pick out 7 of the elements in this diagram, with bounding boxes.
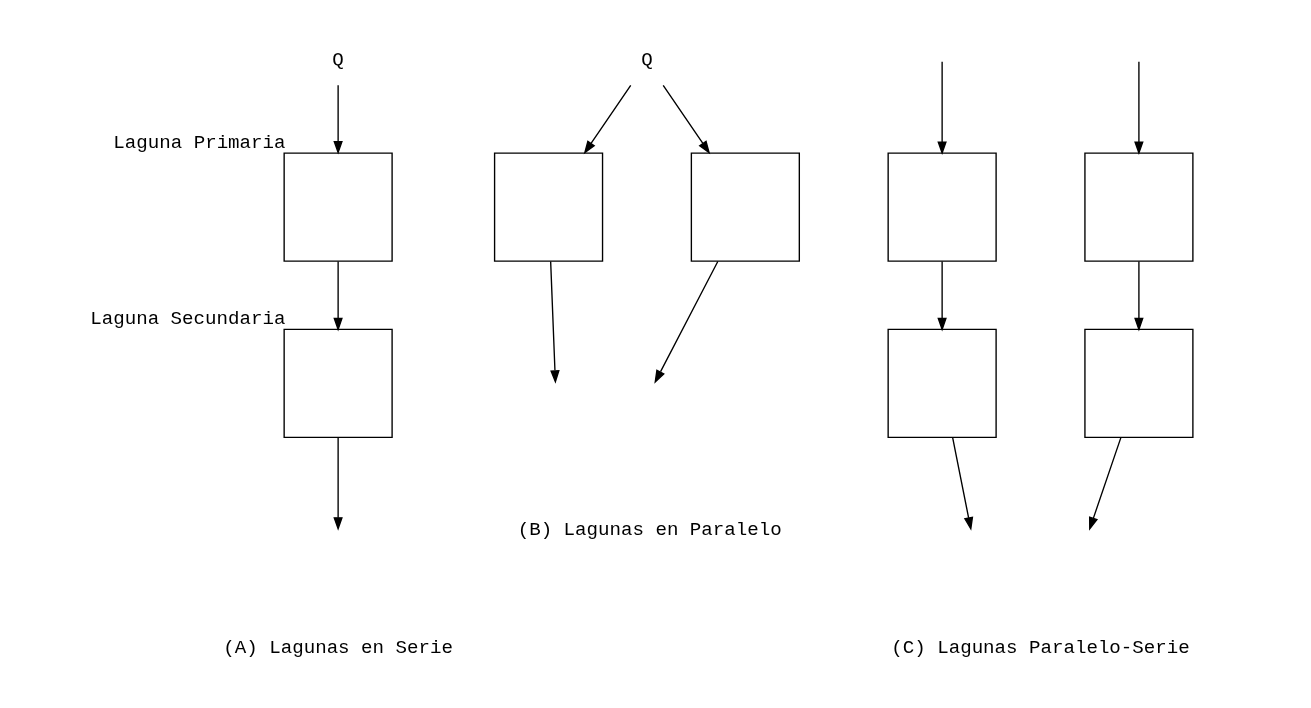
label: (C) Lagunas Paralelo-Serie [891, 636, 1190, 659]
node-label: Laguna Secundaria [90, 308, 286, 331]
node-text: Q [332, 49, 344, 72]
node-label: Laguna Primaria [113, 131, 286, 154]
label: (B) Lagunas en Paralelo [517, 519, 782, 542]
label: (A) Lagunas en Serie [223, 636, 453, 659]
node-text: Q [641, 49, 653, 72]
